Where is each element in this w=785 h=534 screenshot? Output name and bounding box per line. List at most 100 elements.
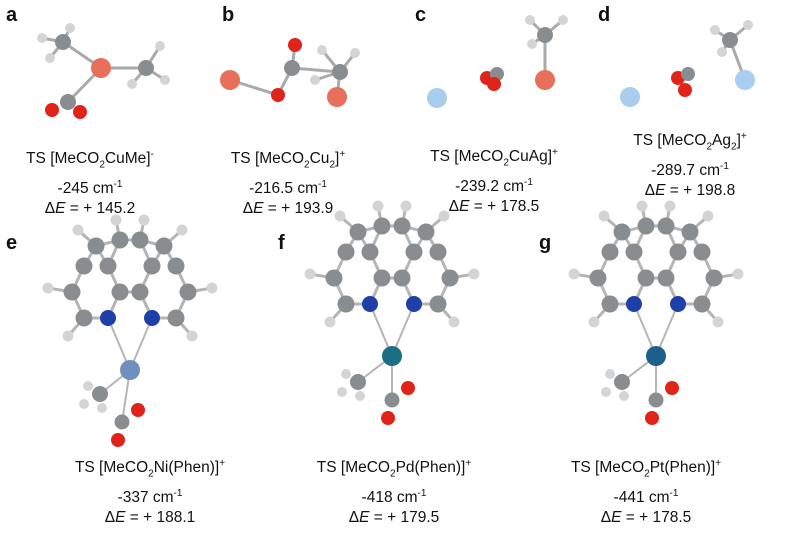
hydrogen-atom-icon [337, 387, 347, 397]
caption-f: TS [MeCO2Pd(Phen)]+ -418 cm-1 ΔE = + 179… [284, 454, 504, 528]
carbon-atom-icon [601, 243, 619, 261]
imaginary-frequency: -216.5 cm-1 [249, 179, 327, 198]
oxygen-atom-icon [288, 38, 302, 52]
copper-atom-icon [220, 70, 240, 90]
carbon-atom-icon [60, 94, 76, 110]
hydrogen-atom-icon [45, 53, 55, 63]
carbon-atom-icon [657, 217, 675, 235]
hydrogen-atom-icon [702, 210, 714, 222]
nitrogen-atom-icon [100, 310, 116, 326]
ts-formula: TS [MeCO2Ni(Phen)]+ [74, 458, 226, 480]
carbon-atom-icon [361, 243, 379, 261]
hydrogen-atom-icon [601, 387, 611, 397]
oxygen-atom-icon [665, 381, 679, 395]
panel-label: g [539, 232, 552, 254]
oxygen-atom-icon [678, 83, 692, 97]
copper-atom-icon [91, 58, 111, 78]
hydrogen-atom-icon [317, 45, 327, 55]
hydrogen-atom-icon [37, 33, 47, 43]
carbon-atom-icon [648, 392, 664, 408]
carbon-atom-icon [705, 269, 723, 287]
energy-barrier: ΔE = + 193.9 [242, 200, 334, 218]
hydrogen-atom-icon [350, 48, 360, 58]
caption-g: TS [MeCO2Pt(Phen)]+ -441 cm-1 ΔE = + 178… [536, 454, 756, 528]
hydrogen-atom-icon [605, 369, 615, 379]
carbon-atom-icon [325, 269, 343, 287]
carbon-atom-icon [637, 217, 655, 235]
carbon-atom-icon [111, 283, 129, 301]
carbon-atom-icon [131, 231, 149, 249]
carbon-atom-icon [155, 237, 173, 255]
carbon-atom-icon [417, 223, 435, 241]
carbon-atom-icon [349, 223, 367, 241]
hydrogen-atom-icon [324, 316, 336, 328]
carbon-atom-icon [337, 243, 355, 261]
nitrogen-atom-icon [144, 310, 160, 326]
panel-label: c [415, 4, 427, 26]
carbon-atom-icon [138, 60, 154, 76]
molecule-group [304, 200, 480, 425]
metal-atom-icon [646, 346, 666, 366]
hydrogen-atom-icon [160, 75, 170, 85]
hydrogen-atom-icon [334, 210, 346, 222]
caption-c: TS [MeCO2CuAg]+ -239.2 cm-1 ΔE = + 178.5 [404, 143, 584, 217]
silver-atom-icon [735, 70, 755, 90]
hydrogen-atom-icon [42, 282, 54, 294]
carbon-atom-icon [114, 414, 130, 430]
silver-atom-icon [620, 87, 640, 107]
carbon-atom-icon [75, 309, 93, 327]
copper-atom-icon [535, 70, 555, 90]
carbon-atom-icon [681, 67, 695, 81]
nitrogen-atom-icon [362, 296, 378, 312]
carbon-atom-icon [55, 34, 71, 50]
hydrogen-atom-icon [97, 403, 107, 413]
carbon-atom-icon [63, 283, 81, 301]
imaginary-frequency: -337 cm-1 [117, 488, 183, 507]
carbon-atom-icon [613, 223, 631, 241]
oxygen-atom-icon [111, 433, 125, 447]
carbon-atom-icon [92, 386, 108, 402]
nitrogen-atom-icon [406, 296, 422, 312]
hydrogen-atom-icon [138, 214, 150, 226]
hydrogen-atom-icon [310, 75, 320, 85]
ts-formula: TS [MeCO2Ag2]+ [633, 131, 747, 153]
metal-atom-icon [120, 360, 140, 380]
hydrogen-atom-icon [468, 268, 480, 280]
hydrogen-atom-icon [664, 200, 676, 212]
carbon-atom-icon [384, 392, 400, 408]
carbon-atom-icon [429, 243, 447, 261]
panel-label: d [598, 4, 611, 26]
energy-barrier: ΔE = + 178.5 [600, 509, 692, 527]
ts-formula: TS [MeCO2Pd(Phen)]+ [316, 458, 472, 480]
hydrogen-atom-icon [743, 20, 753, 30]
hydrogen-atom-icon [155, 41, 165, 51]
imaginary-frequency: -418 cm-1 [361, 488, 427, 507]
oxygen-atom-icon [73, 105, 87, 119]
carbon-atom-icon [429, 295, 447, 313]
hydrogen-atom-icon [110, 214, 122, 226]
oxygen-atom-icon [45, 103, 59, 117]
hydrogen-atom-icon [65, 23, 75, 33]
carbon-atom-icon [614, 374, 630, 390]
oxygen-atom-icon [271, 88, 285, 102]
hydrogen-atom-icon [206, 282, 218, 294]
carbon-atom-icon [179, 283, 197, 301]
ts-formula: TS [MeCO2Cu2]+ [230, 149, 346, 171]
carbon-atom-icon [373, 217, 391, 235]
hydrogen-atom-icon [732, 268, 744, 280]
hydrogen-atom-icon [598, 210, 610, 222]
carbon-atom-icon [601, 295, 619, 313]
carbon-atom-icon [143, 257, 161, 275]
carbon-atom-icon [350, 374, 366, 390]
hydrogen-atom-icon [712, 316, 724, 328]
imaginary-frequency: -239.2 cm-1 [455, 177, 533, 196]
hydrogen-atom-icon [62, 330, 74, 342]
panel-label: f [278, 232, 285, 254]
hydrogen-atom-icon [568, 268, 580, 280]
